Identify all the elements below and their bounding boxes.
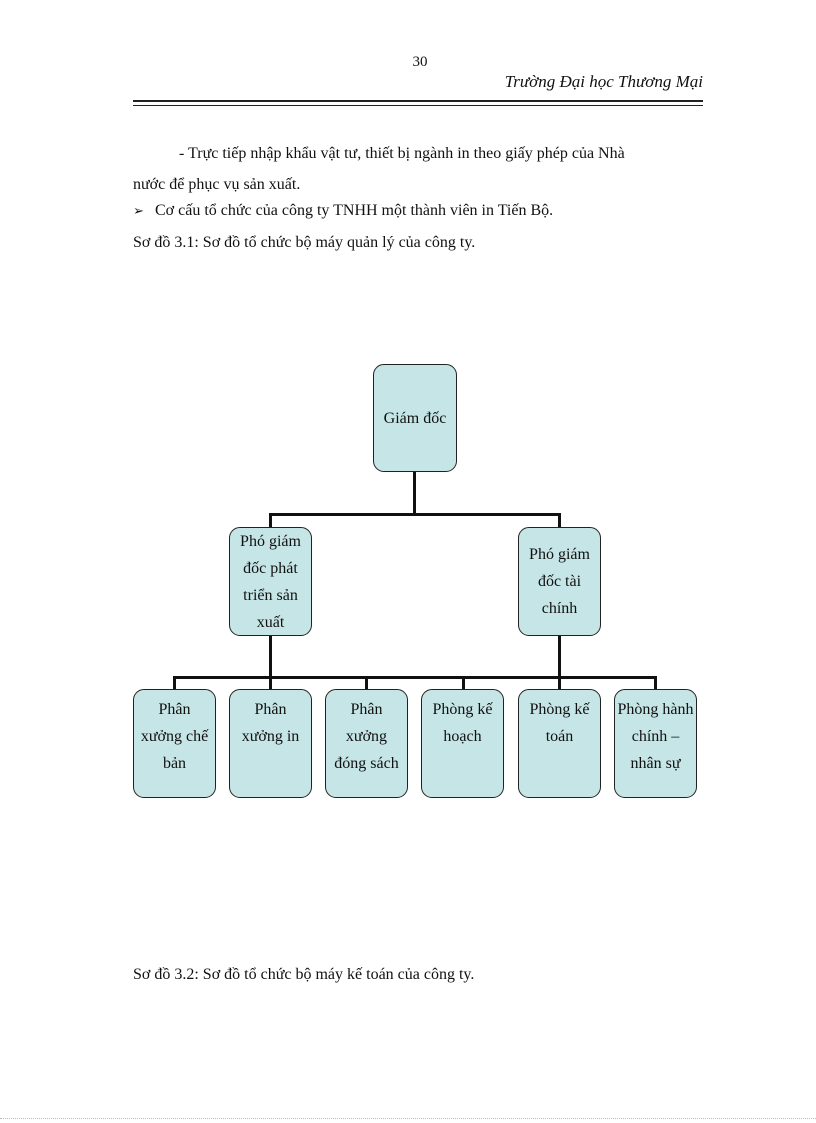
org-box-unit-prepress: Phân xưởng chế bản xyxy=(133,689,216,798)
org-box-deputy-finance: Phó giám đốc tài chính xyxy=(518,527,601,636)
connector-to-unit-2 xyxy=(269,676,272,690)
header-rule-thick xyxy=(133,100,703,102)
org-box-unit-printing: Phân xưởng in xyxy=(229,689,312,798)
header-school-name: Trường Đại học Thương Mại xyxy=(504,72,703,91)
connector-deputies-horizontal xyxy=(269,513,561,516)
diagram-caption-1: Sơ đồ 3.1: Sơ đồ tổ chức bộ máy quản lý … xyxy=(133,234,476,251)
connector-director-down xyxy=(413,471,416,515)
connector-to-unit-6 xyxy=(654,676,657,690)
org-box-unit-accounting: Phòng kế toán xyxy=(518,689,601,798)
connector-to-deputy-production xyxy=(269,513,272,528)
bullet-item: ➢ Cơ cấu tổ chức của công ty TNHH một thà… xyxy=(133,202,553,220)
connector-to-unit-5 xyxy=(558,676,561,690)
org-box-director: Giám đốc xyxy=(373,364,457,472)
header-rule-thin xyxy=(133,105,703,106)
org-box-unit-binding: Phân xưởng đóng sách xyxy=(325,689,408,798)
org-box-unit-planning: Phòng kế hoạch xyxy=(421,689,504,798)
arrow-bullet-icon: ➢ xyxy=(133,203,144,218)
connector-to-deputy-finance xyxy=(558,513,561,528)
bullet-text: Cơ cấu tổ chức của công ty TNHH một thàn… xyxy=(155,202,554,219)
paragraph-line-2: nước để phục vụ sản xuất. xyxy=(133,176,301,193)
org-box-deputy-production: Phó giám đốc phát triển sản xuất xyxy=(229,527,312,636)
connector-units-horizontal xyxy=(173,676,656,679)
page-number: 30 xyxy=(412,54,428,70)
connector-to-unit-3 xyxy=(365,676,368,690)
connector-deputy-production-down xyxy=(269,635,272,678)
connector-deputy-finance-down xyxy=(558,635,561,678)
page-bottom-edge xyxy=(0,1118,816,1119)
connector-to-unit-1 xyxy=(173,676,176,690)
diagram-caption-2: Sơ đồ 3.2: Sơ đồ tổ chức bộ máy kế toán … xyxy=(133,966,475,983)
org-box-unit-admin-hr: Phòng hành chính – nhân sự xyxy=(614,689,697,798)
connector-to-unit-4 xyxy=(462,676,465,690)
paragraph-line-1: - Trực tiếp nhập khẩu vật tư, thiết bị n… xyxy=(179,145,625,162)
